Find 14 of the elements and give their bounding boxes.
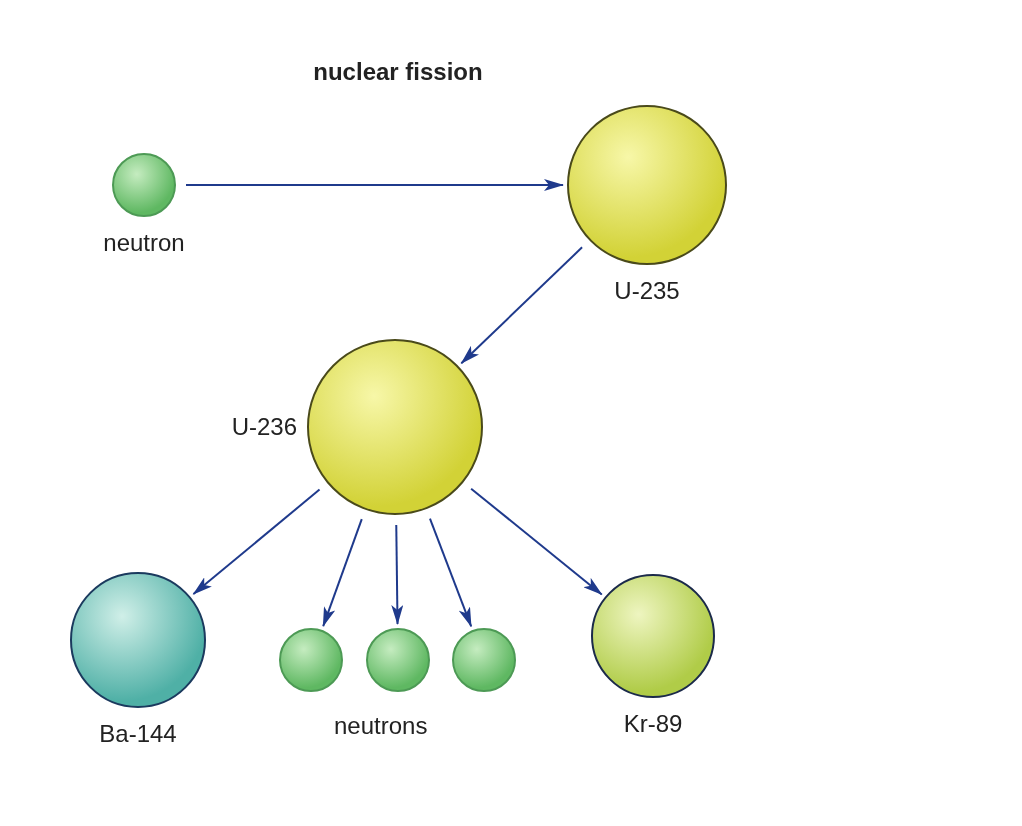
particle-label: neutron	[103, 229, 185, 257]
particle-label: Ba-144	[99, 720, 177, 748]
particle-label: Kr-89	[623, 710, 683, 738]
arrow	[322, 518, 363, 628]
arrow	[460, 246, 584, 365]
arrow	[192, 488, 321, 596]
arrow	[428, 517, 473, 628]
arrow	[185, 179, 564, 191]
title: nuclear fission	[312, 58, 484, 86]
particle-label: U-236	[230, 413, 297, 441]
arrow	[391, 524, 404, 625]
particle-label: U-235	[614, 277, 680, 305]
group-label: neutrons	[334, 712, 428, 740]
arrow	[470, 487, 603, 596]
